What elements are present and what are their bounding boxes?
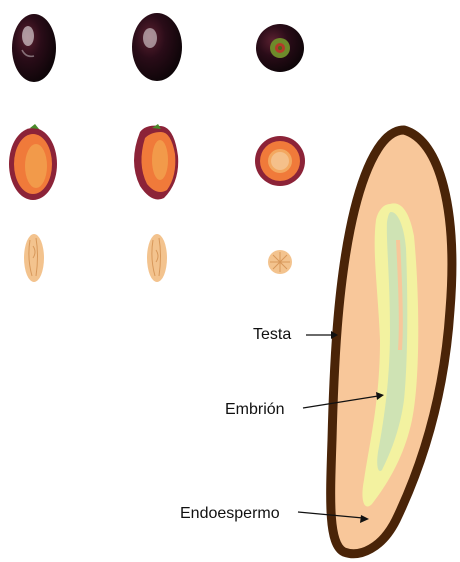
pit-top <box>268 250 292 274</box>
cut-fruit-front <box>9 124 57 200</box>
whole-fruit-front <box>12 14 56 82</box>
label-embrion: Embrión <box>225 401 285 418</box>
whole-fruit-side <box>132 13 182 81</box>
pit-front <box>24 234 44 282</box>
cut-fruit-top <box>255 136 305 186</box>
label-endosperm: Endoespermo <box>180 505 280 522</box>
cut-fruit-side <box>134 124 178 200</box>
whole-fruit-top <box>256 24 304 72</box>
pit-side <box>147 234 167 282</box>
seed-cross-section <box>331 130 452 554</box>
label-testa: Testa <box>253 326 291 343</box>
